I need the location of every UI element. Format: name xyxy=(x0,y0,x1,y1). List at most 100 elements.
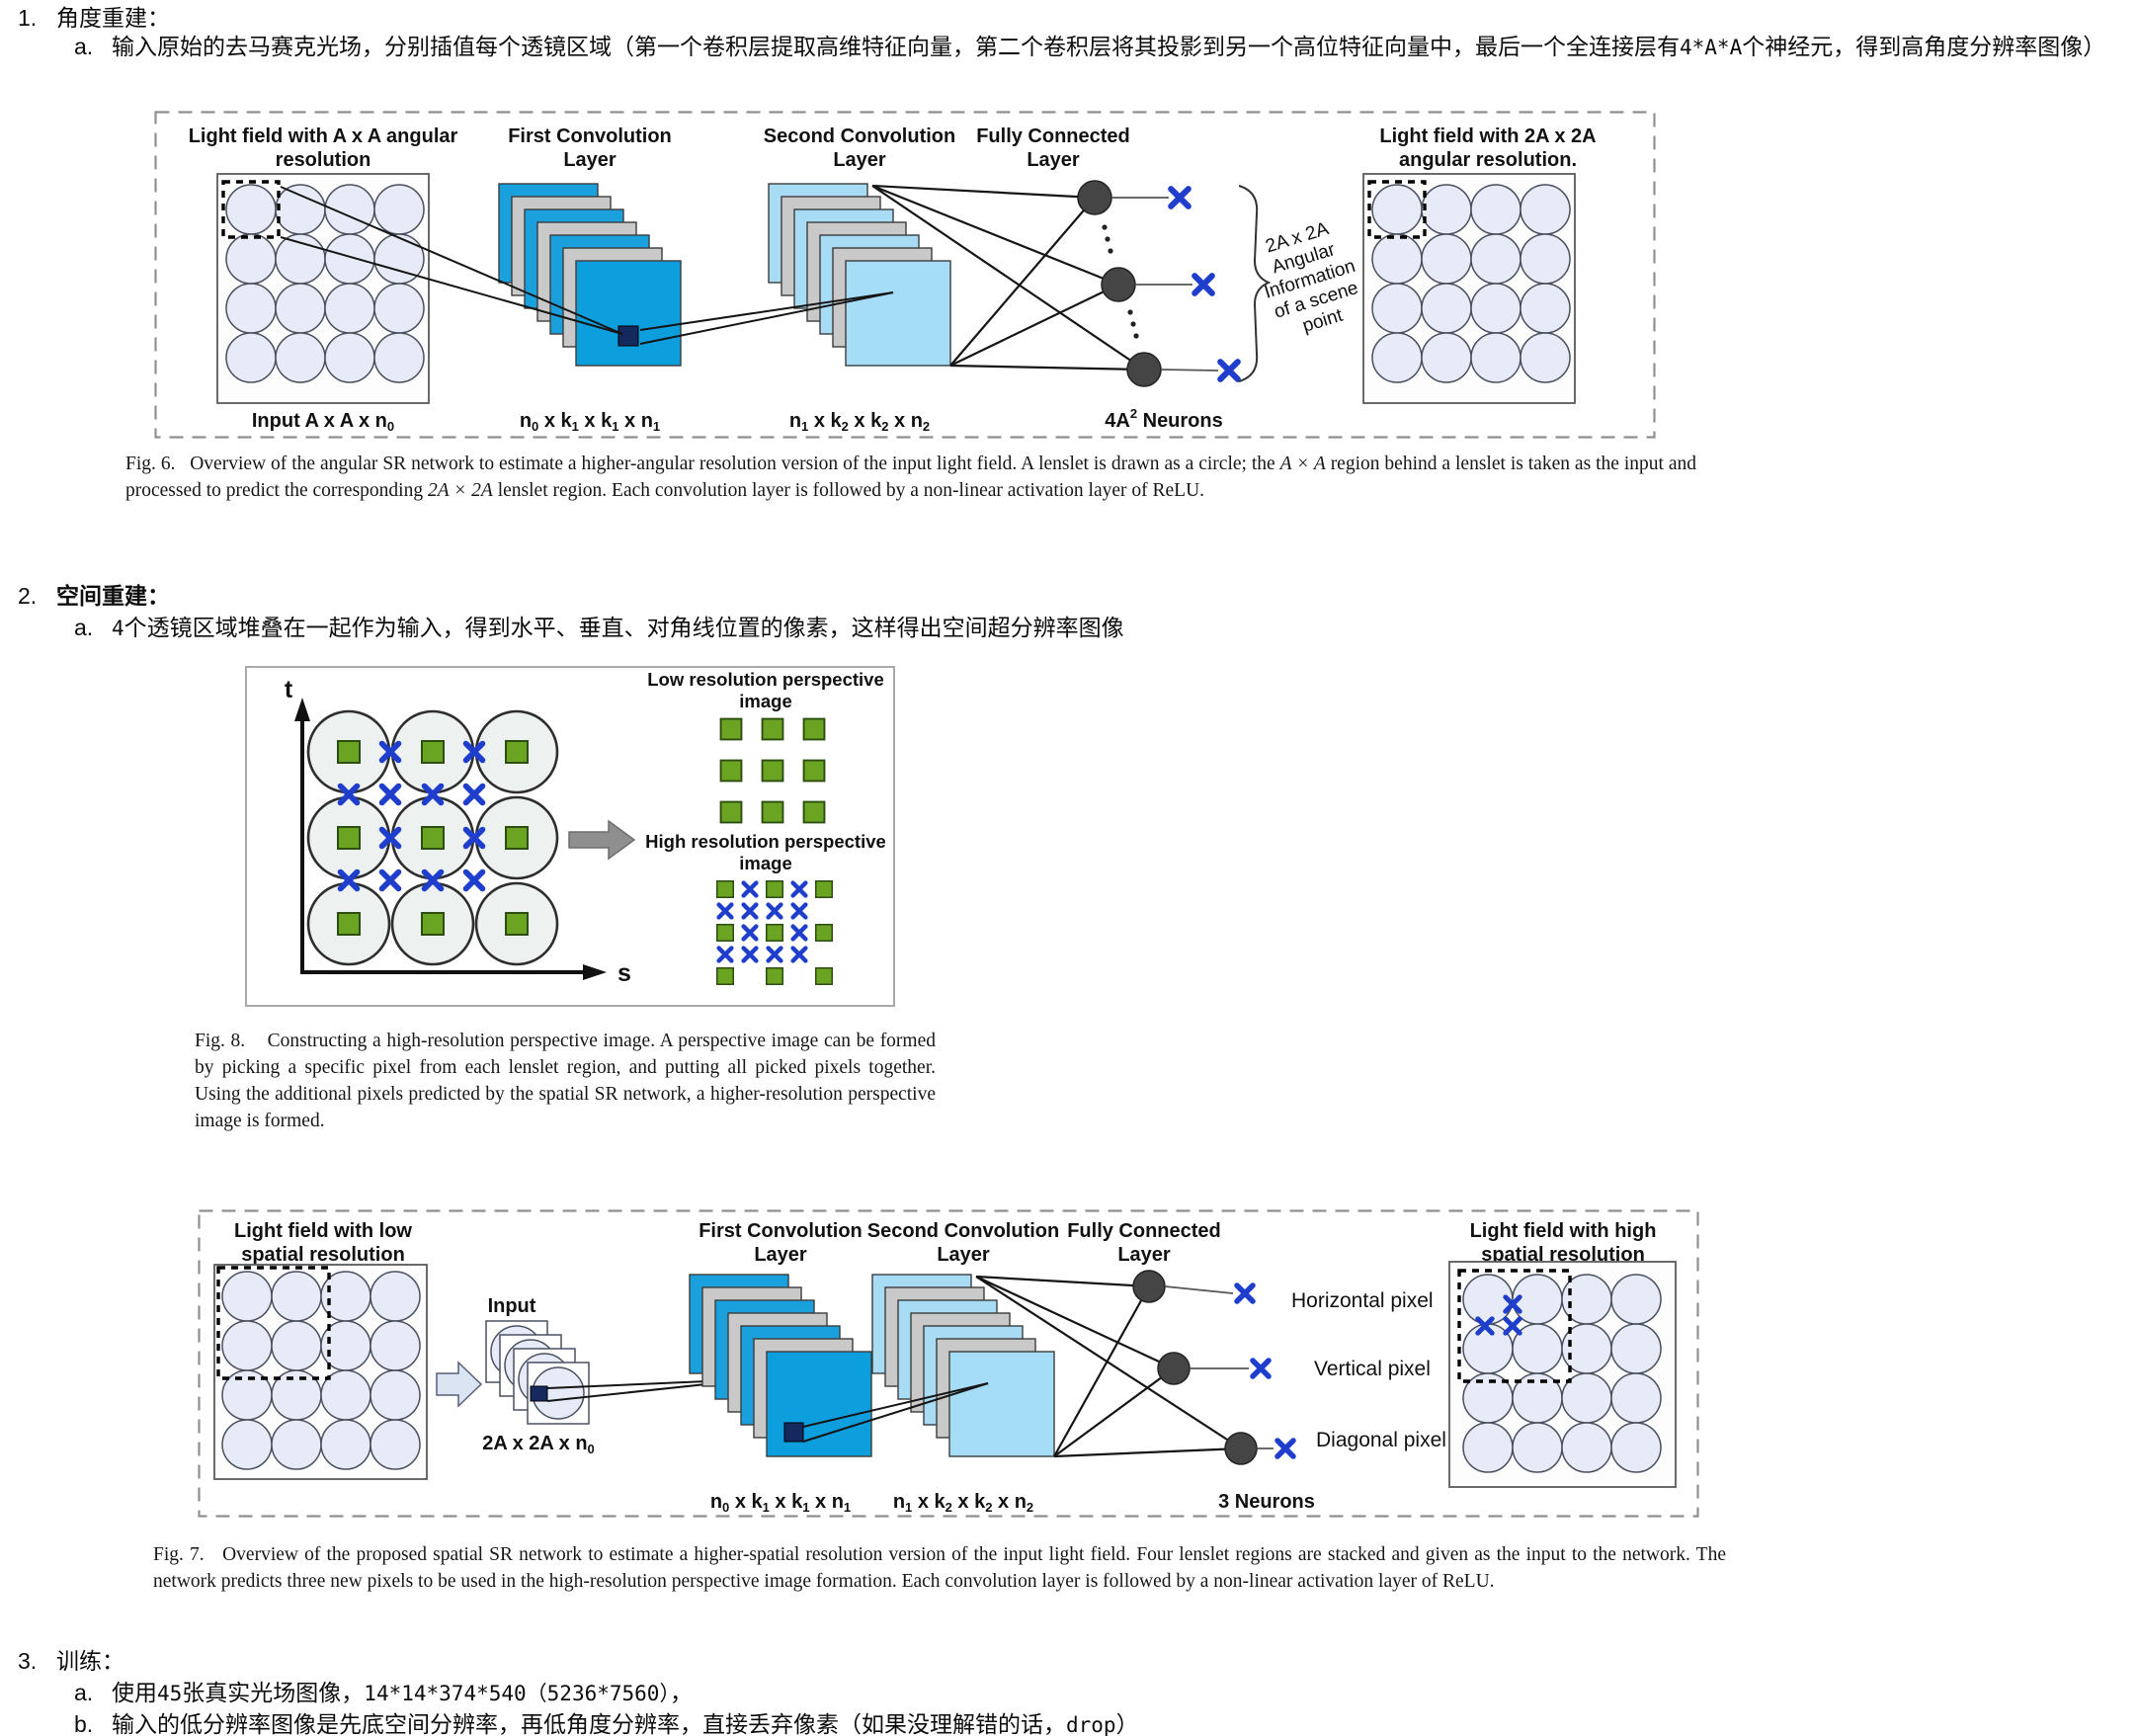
fig6-left-title: Light field with A x A angular xyxy=(189,125,458,147)
fig7-input-lightfield-grid: Light field with low spatial resolution xyxy=(213,1220,428,1480)
list-item-3a: a.使用45张真实光场图像，14*14*374*540（5236*7560）， xyxy=(74,1679,2131,1708)
fig8-lenslet-array xyxy=(306,709,559,966)
arrow-right-icon xyxy=(568,819,636,861)
fig6-selected-lenslet-box xyxy=(221,180,281,239)
fig8-high-title: High resolution perspective xyxy=(645,831,886,852)
fig6-input-lightfield-grid: Light field with A x A angular resolutio… xyxy=(189,125,458,434)
fig7-left-title: Light field with low xyxy=(234,1220,412,1242)
fig8-low-title: Low resolution perspective xyxy=(647,669,884,690)
fig6-conv1-title2: Layer xyxy=(563,149,617,171)
fig6-receptive-line xyxy=(280,236,623,335)
list-item-2a-text: 个透镜区域堆叠在一起作为输入，得到水平、垂直、对角线位置的像素，这样得出空间超分… xyxy=(123,615,1124,640)
fig7-fully-connected-layer: Fully Connected Layer Horizontal pixel V… xyxy=(975,1220,1446,1513)
list-item-2a: a. 4个透镜区域堆叠在一起作为输入，得到水平、垂直、对角线位置的像素，这样得出空… xyxy=(74,614,2131,643)
list-item-3-title: 训练： xyxy=(56,1648,124,1674)
list-item-3b-text: 输入的低分辨率图像是先底空间分辨率，再低角度分辨率，直接丢弃像素（如果没理解错的… xyxy=(112,1711,1066,1736)
fig7-neuron xyxy=(1132,1270,1166,1303)
fig8-caption: Fig. 8. Constructing a high-resolution p… xyxy=(195,1031,936,1131)
fig7-left-title2: spatial resolution xyxy=(241,1244,405,1266)
fig6-neuron xyxy=(1126,352,1162,387)
blue-x-icon xyxy=(1171,189,1189,207)
blue-x-icon xyxy=(1237,1285,1253,1301)
fig6-dashed-frame xyxy=(154,111,1656,439)
fig6-neuron xyxy=(1101,267,1136,302)
list-item-2a-number: 4 xyxy=(112,617,124,640)
fig7-input-title: Input xyxy=(488,1295,536,1317)
t-axis-label: t xyxy=(285,676,293,703)
fig7-conv2-title2: Layer xyxy=(937,1244,990,1266)
fig7-conv-line xyxy=(802,1382,989,1428)
fig6-output-lightfield-grid: Light field with 2A x 2A angular resolut… xyxy=(1362,125,1597,404)
fig7-dashed-frame xyxy=(198,1209,1699,1518)
fig7-output-lightfield-grid: Light field with high spatial resolution xyxy=(1448,1220,1677,1488)
list-item-1a-formula: 4*A*A xyxy=(1680,36,1743,59)
fig7-caption: Fig. 7. Overview of the proposed spatial… xyxy=(153,1544,1726,1592)
fig7-neurons-count-label: 3 Neurons xyxy=(1218,1491,1315,1513)
fig6-output-selected-lenslet-box xyxy=(1367,180,1427,239)
fig7-right-title: Light field with high xyxy=(1470,1220,1657,1242)
fig6-left-title2: resolution xyxy=(276,149,371,171)
fig6-conv-line xyxy=(639,291,894,331)
fig8-high-title2: image xyxy=(739,853,791,873)
fig6-neuron xyxy=(1077,180,1112,215)
list-item-3a-text: 使用 xyxy=(112,1680,157,1705)
fig6-conv2-dims-label: n1 x k2 x k2 x n2 xyxy=(789,410,930,434)
fig6-fc-title2: Layer xyxy=(1027,149,1080,171)
list-item-2-number: 2. xyxy=(18,583,38,609)
fig7-neuron xyxy=(1224,1432,1258,1465)
fig6-conv-line xyxy=(639,291,894,345)
fig7-horizontal-pixel-label: Horizontal pixel xyxy=(1291,1289,1434,1312)
fig7-vertical-pixel-label: Vertical pixel xyxy=(1314,1358,1431,1380)
fig7-conv1-dims-label: n0 x k1 x k1 x n1 xyxy=(710,1491,851,1515)
list-item-3b: b. 输入的低分辨率图像是先底空间分辨率，再低角度分辨率，直接丢弃像素（如果没理解… xyxy=(74,1710,2131,1736)
s-axis-label: s xyxy=(617,959,631,987)
list-item-3a-dims: 14*14*374*540（5236*7560） xyxy=(364,1682,670,1705)
list-item-3a-text3: ， xyxy=(669,1680,693,1705)
fig7-input-kernel xyxy=(530,1385,548,1402)
fig7-stacked-input: Input 2A x 2A x n0 xyxy=(482,1295,595,1456)
fig8-low-res-image: Low resolution perspective image xyxy=(647,669,884,824)
fig7-neuron xyxy=(1157,1352,1191,1385)
fig7-conv2-title: Second Convolution xyxy=(867,1220,1059,1242)
fig6-input-dims-label: Input A x A x n0 xyxy=(252,410,394,434)
list-item-3-number: 3. xyxy=(18,1648,38,1674)
fig6-fully-connected-layer: Fully Connected Layer 4A2 Neurons xyxy=(871,125,1238,432)
fig7-conv1-stack: First Convolution Layer n0 x k1 x k1 x n… xyxy=(689,1220,872,1515)
fig7-right-title2: spatial resolution xyxy=(1481,1244,1645,1266)
fig8-high-res-image: High resolution perspective image xyxy=(645,831,886,985)
fig7-conv1-title2: Layer xyxy=(754,1244,807,1266)
fig6-conv1-dims-label: n0 x k1 x k1 x n1 xyxy=(520,410,660,434)
list-item-3b-keyword: drop xyxy=(1066,1713,1116,1736)
list-item-3a-text2: 张真实光场图像， xyxy=(182,1680,365,1705)
figure-7-spatial-sr-diagram: Light field with low spatial resolution … xyxy=(198,1209,1699,1518)
list-item-2: 2. 空间重建： xyxy=(18,582,170,611)
fig7-conv1-title: First Convolution xyxy=(699,1220,863,1242)
fig7-selected-lenslets-box xyxy=(216,1266,331,1380)
fig6-right-title2: angular resolution. xyxy=(1399,149,1577,171)
list-item-2-title: 空间重建： xyxy=(56,583,170,609)
list-item-2a-marker: a. xyxy=(74,615,94,640)
fig6-conv1-kernel xyxy=(617,325,639,347)
fig6-conv2-title2: Layer xyxy=(833,149,886,171)
list-item-3b-marker: b. xyxy=(74,1711,94,1736)
list-item-1a-marker: a. xyxy=(74,34,94,59)
fig6-angular-info-annotation: 2A x 2A Angular Information of a scene p… xyxy=(1262,218,1360,337)
list-item-1a-text: 输入原始的去马赛克光场，分别插值每个透镜区域（第一个卷积层提取高维特征向量，第二… xyxy=(112,34,1680,59)
fig7-conv2-dims-label: n1 x k2 x k2 x n2 xyxy=(893,1491,1033,1515)
fig7-input-dims-label: 2A x 2A x n0 xyxy=(482,1433,595,1456)
list-item-3a-count: 45 xyxy=(157,1682,183,1705)
blue-x-icon xyxy=(1277,1441,1293,1456)
blue-x-icon xyxy=(1220,362,1238,379)
fig7-output-selected-lenslets-box xyxy=(1457,1269,1572,1383)
arrow-right-icon xyxy=(436,1361,483,1408)
list-item-1-title: 角度重建： xyxy=(56,5,170,31)
figure-8-perspective-diagram: t s Low resolution perspective image xyxy=(245,666,895,1007)
fig8-low-title2: image xyxy=(739,691,791,711)
fig6-conv2-title: Second Convolution xyxy=(764,125,955,147)
figure-6-angular-sr-diagram: Light field with A x A angular resolutio… xyxy=(154,111,1656,439)
fig6-conv1-title: First Convolution xyxy=(508,125,672,147)
fig8-st-axes: t s xyxy=(285,676,631,987)
fig6-conv1-stack: First Convolution Layer n0 x k1 x k1 x n… xyxy=(498,125,682,434)
fig7-conv2-stack: Second Convolution Layer n1 x k2 x k2 x … xyxy=(867,1220,1059,1515)
